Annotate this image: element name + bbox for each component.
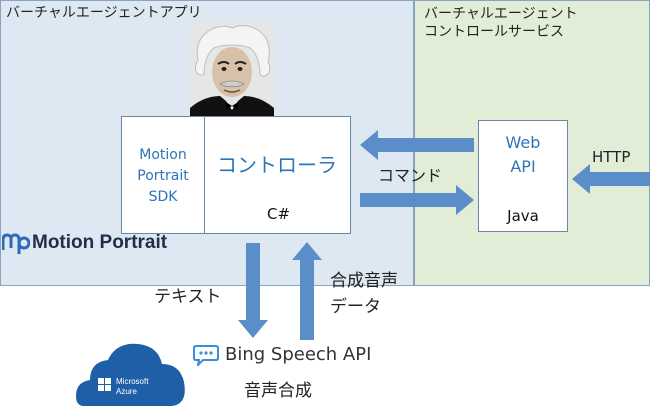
synth-data-line2: データ [330, 297, 381, 317]
service-title-line1: バーチャルエージェント [424, 6, 578, 22]
app-title: バーチャルエージェントアプリ [6, 5, 202, 21]
sdk-label-line3: SDK [148, 189, 178, 205]
http-arrow [572, 164, 650, 194]
http-label: HTTP [592, 148, 631, 166]
motion-portrait-brand: Motion Portrait [32, 232, 168, 253]
azure-cloud-icon: Microsoft Azure [76, 338, 188, 408]
synth-data-line1: 合成音声 [330, 271, 398, 291]
command-arrow-right [360, 185, 474, 215]
speech-bubble-icon [193, 344, 219, 369]
controller-language: C# [267, 205, 291, 223]
sdk-label-line2: Portrait [137, 168, 189, 184]
motion-portrait-logo-icon [1, 232, 31, 254]
audio-data-arrow-up [292, 242, 322, 340]
command-label: コマンド [378, 166, 443, 185]
service-title-line2: コントロールサービス [424, 24, 564, 40]
api-label-line2: API [510, 157, 536, 176]
api-language: Java [507, 207, 539, 225]
web-api-box: Web API Java [478, 120, 568, 232]
controller-label: コントローラ [217, 153, 337, 177]
azure-text-line1: Microsoft [116, 377, 149, 386]
api-label-line1: Web [505, 133, 541, 152]
azure-text-line2: Azure [116, 387, 137, 396]
tts-label: 音声合成 [244, 381, 312, 401]
text-arrow-down [238, 243, 268, 338]
bing-speech-api-label: Bing Speech API [225, 344, 372, 365]
text-label: テキスト [154, 287, 222, 307]
motion-portrait-sdk-box: Motion Portrait SDK [121, 116, 205, 234]
command-arrow-left [360, 130, 474, 160]
controller-box: コントローラ C# [204, 116, 351, 234]
sdk-label-line1: Motion [139, 147, 187, 163]
